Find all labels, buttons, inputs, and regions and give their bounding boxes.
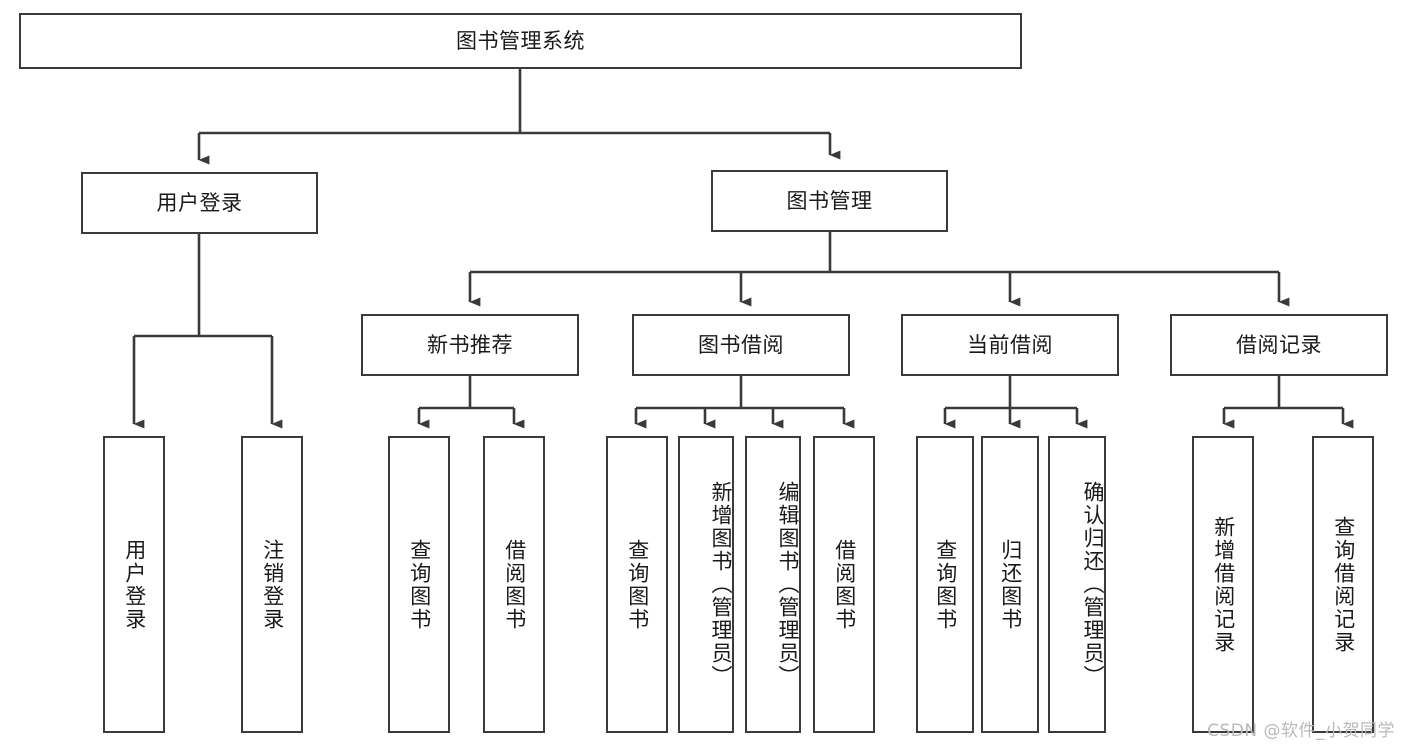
node-label: 借阅记录 [1236,332,1322,357]
node-label: 新增借阅记录 [1211,515,1236,654]
node-label: 用户登录 [156,190,243,215]
node-label: 新书推荐 [427,332,513,357]
node-label: 图书借阅 [698,332,784,357]
leaf-user-login-signout[interactable]: 注销登录 [241,436,303,733]
leaf-user-login-signin[interactable]: 用户登录 [103,436,165,733]
node-label: 确认归还（管理员） [1081,481,1105,688]
node-borrow-record[interactable]: 借阅记录 [1170,314,1388,376]
node-label: 借阅图书 [832,538,857,631]
leaf-record-query-record[interactable]: 查询借阅记录 [1312,436,1374,733]
node-root-system[interactable]: 图书管理系统 [19,13,1022,69]
leaf-borrow-query-book[interactable]: 查询图书 [606,436,668,733]
leaf-borrow-borrow-book[interactable]: 借阅图书 [813,436,875,733]
leaf-current-confirm-return-admin[interactable]: 确认归还（管理员） [1048,436,1106,733]
node-label: 图书管理 [786,188,873,213]
leaf-current-query-book[interactable]: 查询图书 [916,436,974,733]
node-label: 编辑图书（管理员） [776,481,800,688]
csdn-watermark: CSDN @软件_小贺同学 [1207,721,1395,741]
node-label: 注销登录 [260,538,285,631]
node-new-book-recommend[interactable]: 新书推荐 [361,314,579,376]
node-label: 图书管理系统 [456,28,585,53]
leaf-new-book-query[interactable]: 查询图书 [388,436,450,733]
node-user-login[interactable]: 用户登录 [81,172,318,234]
node-label: 借阅图书 [502,538,527,631]
leaf-borrow-add-book-admin[interactable]: 新增图书（管理员） [678,436,734,733]
node-label: 查询图书 [933,538,958,631]
node-book-management[interactable]: 图书管理 [711,170,948,232]
leaf-record-add-record[interactable]: 新增借阅记录 [1192,436,1254,733]
node-label: 当前借阅 [967,332,1053,357]
node-label: 新增图书（管理员） [709,481,733,688]
node-label: 归还图书 [998,538,1023,631]
node-current-borrow[interactable]: 当前借阅 [901,314,1119,376]
node-label: 查询图书 [407,538,432,631]
node-book-borrow[interactable]: 图书借阅 [632,314,850,376]
node-label: 用户登录 [122,538,147,631]
node-label: 查询借阅记录 [1331,515,1356,654]
leaf-current-return-book[interactable]: 归还图书 [981,436,1039,733]
leaf-borrow-edit-book-admin[interactable]: 编辑图书（管理员） [745,436,801,733]
leaf-new-book-borrow[interactable]: 借阅图书 [483,436,545,733]
node-label: 查询图书 [625,538,650,631]
